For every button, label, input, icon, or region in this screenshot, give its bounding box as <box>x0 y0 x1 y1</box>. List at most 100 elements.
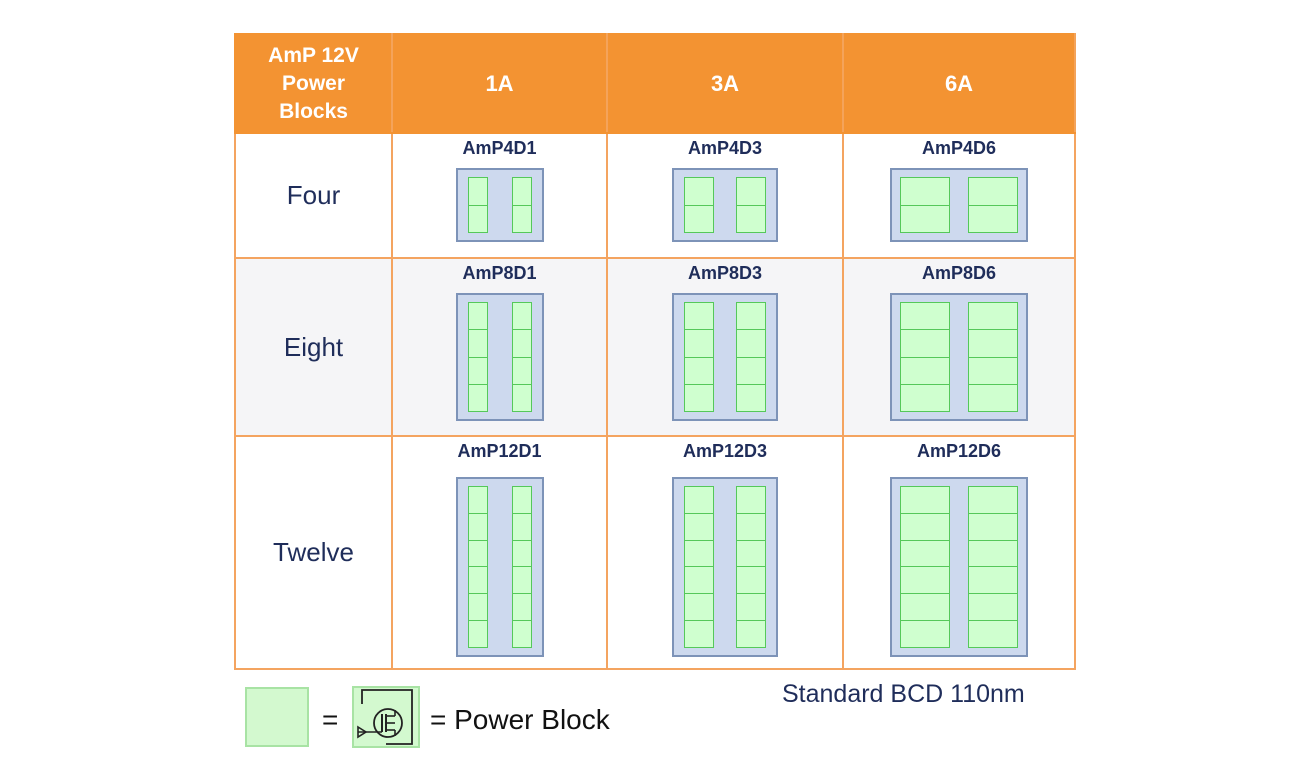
power-block <box>901 204 949 233</box>
power-block <box>901 329 949 356</box>
power-block <box>901 620 949 647</box>
power-block <box>468 383 487 411</box>
power-block <box>901 303 949 329</box>
part-cell: AmP12D1 <box>391 435 608 670</box>
power-block-column <box>900 486 950 648</box>
power-block <box>737 303 765 329</box>
power-block <box>468 620 487 647</box>
power-block <box>685 593 713 620</box>
power-block <box>513 303 531 329</box>
power-block <box>969 204 1017 233</box>
power-block <box>901 383 949 411</box>
power-block <box>901 178 949 205</box>
power-block-column <box>968 302 1018 412</box>
power-block <box>468 539 487 567</box>
power-block-column <box>736 302 766 412</box>
power-block <box>685 539 713 567</box>
power-block <box>901 512 949 540</box>
power-block <box>469 487 487 513</box>
power-block <box>512 383 531 411</box>
power-block-column <box>467 177 488 233</box>
header-row: AmP 12V Power Blocks 1A 3A 6A <box>234 33 1076 134</box>
power-block <box>468 566 487 593</box>
power-block-column <box>900 177 950 233</box>
chip-package <box>455 168 544 242</box>
power-block-column <box>900 302 950 412</box>
power-block-column <box>968 486 1018 648</box>
power-block <box>468 593 487 620</box>
legend-label: = Power Block <box>430 704 610 735</box>
power-block <box>737 512 765 540</box>
power-block <box>468 204 487 233</box>
power-block <box>512 512 531 540</box>
power-block <box>737 539 765 567</box>
chip-package <box>890 293 1028 421</box>
power-block <box>512 620 531 647</box>
power-block <box>512 539 531 567</box>
power-block <box>737 620 765 647</box>
chip-package <box>672 293 778 421</box>
power-block-column <box>684 177 714 233</box>
power-block <box>685 566 713 593</box>
power-block <box>469 303 487 329</box>
row-label-twelve: Twelve <box>234 435 393 670</box>
power-block <box>513 178 531 205</box>
part-number-label: AmP8D1 <box>462 263 537 283</box>
power-block-column <box>736 486 766 648</box>
power-block <box>901 356 949 384</box>
power-block <box>901 593 949 620</box>
power-block-column <box>684 302 714 412</box>
power-block <box>969 593 1017 620</box>
part-number-label: AmP4D3 <box>687 138 763 158</box>
power-block <box>685 512 713 540</box>
row-eight: Eight AmP8D1 AmP8D3 AmP8D6 <box>234 257 1076 437</box>
row-label-eight: Eight <box>234 257 393 437</box>
power-block <box>685 329 713 356</box>
power-block <box>512 593 531 620</box>
power-block <box>737 566 765 593</box>
part-cell: AmP8D1 <box>391 257 608 437</box>
power-block <box>512 204 531 233</box>
power-block <box>513 487 531 513</box>
column-header-3a: 3A <box>606 33 844 134</box>
chip-package <box>672 477 778 657</box>
row-twelve: Twelve AmP12D1 AmP12D3 AmP12D6 <box>234 435 1076 670</box>
power-block <box>969 303 1017 329</box>
power-block <box>969 620 1017 647</box>
power-block <box>969 178 1017 205</box>
power-block <box>969 566 1017 593</box>
power-block <box>512 566 531 593</box>
chip-package <box>672 168 778 242</box>
power-block-swatch <box>245 687 309 747</box>
power-block-column <box>511 486 532 648</box>
power-block <box>901 539 949 567</box>
technology-note: Standard BCD 110nm <box>782 680 1025 708</box>
part-number-label: AmP12D6 <box>916 441 1002 461</box>
power-block <box>468 512 487 540</box>
chip-package <box>890 168 1028 242</box>
power-block <box>901 487 949 513</box>
power-block <box>737 383 765 411</box>
power-block <box>737 356 765 384</box>
part-number-label: AmP12D1 <box>457 441 542 461</box>
chip-package <box>890 477 1028 657</box>
power-block-column <box>467 486 488 648</box>
power-block <box>512 356 531 384</box>
part-cell: AmP12D3 <box>606 435 844 670</box>
power-block <box>685 620 713 647</box>
chip-package <box>455 477 544 657</box>
part-number-label: AmP4D6 <box>921 138 997 158</box>
row-four: Four AmP4D1 AmP4D3 AmP4D6 <box>234 132 1076 259</box>
power-block-column <box>511 177 532 233</box>
power-block-column <box>467 302 488 412</box>
corner-header: AmP 12V Power Blocks <box>234 33 393 134</box>
power-block <box>737 329 765 356</box>
power-block <box>685 303 713 329</box>
power-block-column <box>511 302 532 412</box>
power-block <box>969 383 1017 411</box>
power-block <box>969 356 1017 384</box>
part-cell: AmP8D6 <box>842 257 1076 437</box>
power-block <box>737 204 765 233</box>
power-block-table: AmP 12V Power Blocks 1A 3A 6A Four AmP4D… <box>234 33 1076 670</box>
power-block <box>969 512 1017 540</box>
